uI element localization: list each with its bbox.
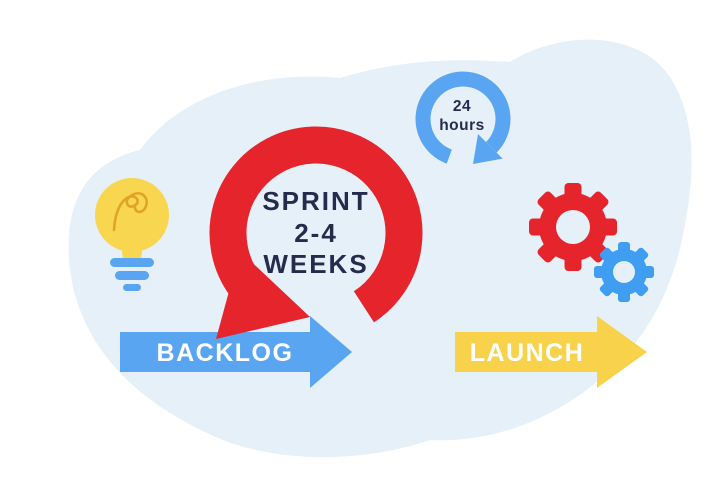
sprint-cycle-arrow-icon	[209, 126, 423, 339]
daily-loop-label: 24 hours	[420, 97, 504, 136]
daily-loop-arrowhead-icon	[473, 134, 503, 164]
launch-arrow: LAUNCH	[455, 316, 647, 388]
daily-loop-label-line1: 24	[452, 98, 472, 115]
bulb-filament-icon	[112, 192, 148, 232]
daily-loop-arc	[415, 71, 511, 164]
gears-group	[529, 183, 654, 302]
gear-large-icon	[529, 183, 617, 271]
bulb-glass	[95, 178, 169, 252]
sprint-label-line2: 2-4	[294, 217, 338, 248]
sprint-loop-arrowhead-icon	[216, 251, 310, 339]
daily-loop-label-line2: hours	[439, 117, 485, 135]
sprint-loop-arc	[209, 126, 423, 326]
gear-small-hole	[613, 261, 635, 283]
bulb-base-bar-bottom	[115, 271, 149, 280]
backlog-label: BACKLOG	[157, 339, 294, 367]
idea-lightbulb-icon	[95, 178, 169, 291]
backlog-arrow-shape	[120, 316, 352, 388]
gear-small-icon	[594, 242, 654, 302]
gear-large-hole	[556, 210, 590, 244]
daily-cycle-arrow-icon	[415, 71, 511, 164]
sprint-label-line1: SPRINT	[262, 186, 370, 216]
launch-label: LAUNCH	[470, 339, 585, 367]
sprint-label-line3: WEEKS	[263, 249, 369, 280]
bulb-base-bar-top	[110, 258, 154, 267]
sprint-label: SPRINT 2-4 WEEKS	[236, 186, 396, 281]
backlog-arrow: BACKLOG	[120, 316, 352, 388]
bulb-base-tip	[123, 284, 141, 291]
launch-arrow-shape	[455, 316, 647, 388]
